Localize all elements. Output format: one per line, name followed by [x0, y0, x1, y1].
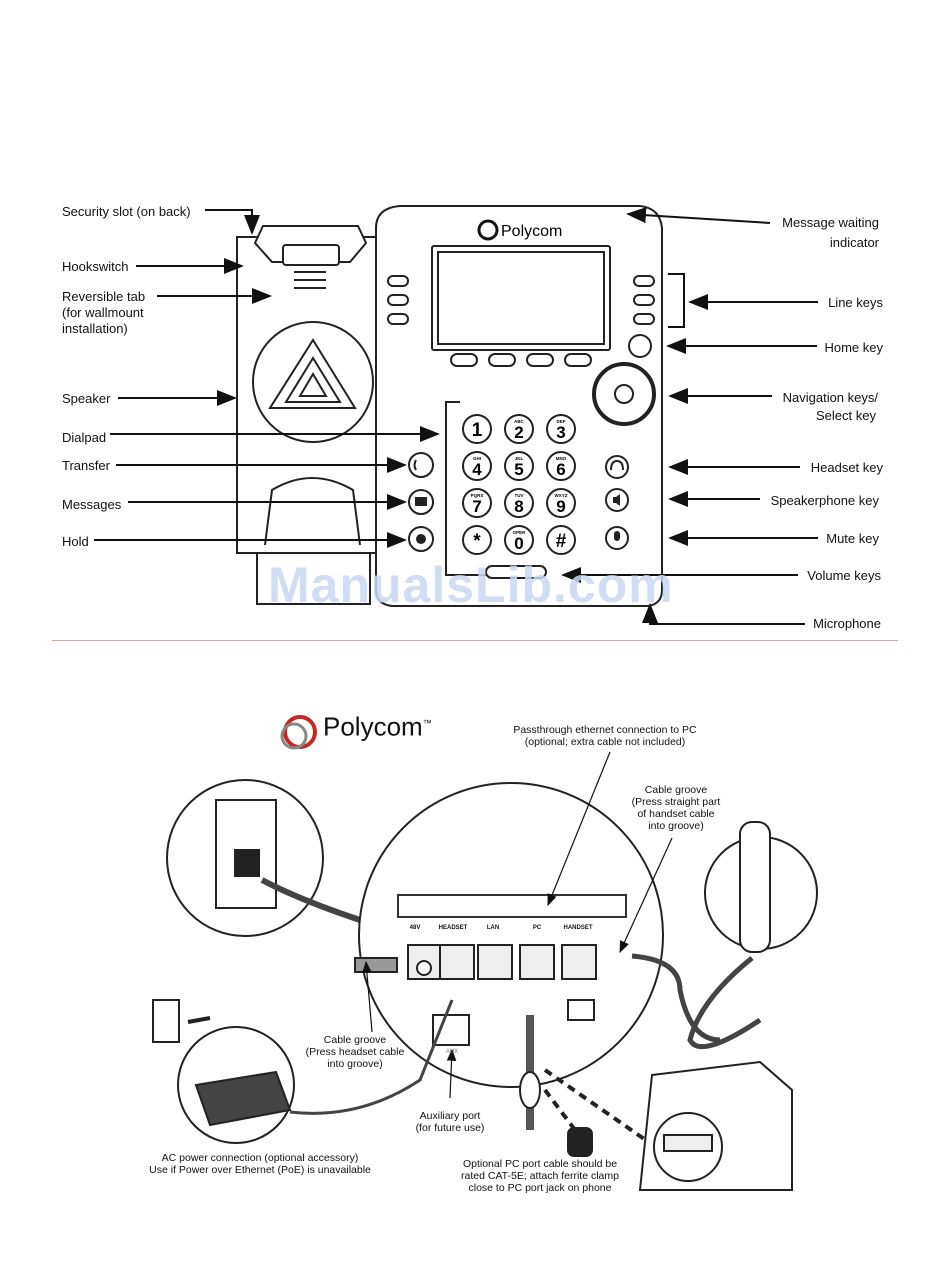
connection-diagram: [152, 715, 818, 1191]
dialpad-key: [504, 451, 534, 481]
dialpad-key: [546, 525, 576, 555]
dialpad-key: [462, 414, 492, 444]
label-reversible-tab: Reversible tab: [62, 289, 146, 304]
dialpad-key-digit: 3: [556, 423, 565, 442]
dialpad-key-letters: ABC: [514, 419, 524, 424]
dialpad-key: [504, 488, 534, 518]
dialpad-key-digit: *: [473, 531, 481, 552]
transfer-key-icon: [408, 452, 434, 478]
dialpad-key-digit: 6: [556, 460, 565, 479]
port-label-aux: AUX: [445, 1049, 459, 1055]
soft-keys: [450, 353, 592, 367]
label-security-slot: Security slot (on back): [62, 204, 191, 219]
dialpad-key: [504, 414, 534, 444]
label-line-keys: Line keys: [828, 295, 883, 310]
dialpad-key-letters: WXYZ: [555, 493, 568, 498]
dialpad-key-digit: 0: [514, 534, 523, 553]
dialpad-key: [504, 525, 534, 555]
port-label-lan: LAN: [486, 925, 500, 931]
label-messages: Messages: [62, 497, 122, 512]
line-keys: [387, 275, 655, 325]
watermark: ManualsLib.com: [268, 557, 674, 613]
dialpad-key: [462, 525, 492, 555]
dialpad-key-digit: 9: [556, 497, 565, 516]
polycom-logo-icon: [477, 219, 499, 241]
dialpad-key-letters: TUV: [515, 493, 524, 498]
handset-cradle: [236, 225, 377, 605]
dialpad-key-digit: 8: [514, 497, 523, 516]
label-auxiliary-port: Auxiliary port(for future use): [415, 1110, 485, 1134]
label-message-waiting-line2: indicator: [829, 235, 879, 250]
bottom-brand: Polycom™: [323, 711, 432, 742]
label-headset-key: Headset key: [810, 460, 883, 475]
port-label-48v: 48V: [409, 925, 421, 931]
dialpad-key-digit: 4: [472, 460, 482, 479]
phone-body: [375, 205, 663, 607]
label-hold: Hold: [62, 534, 89, 549]
dialpad-key: [546, 488, 576, 518]
dialpad-key-letters: PQRS: [471, 493, 484, 498]
label-reversible-tab-line3: installation): [62, 321, 128, 336]
section-divider: [52, 640, 898, 641]
dialpad-key-digit: 2: [514, 423, 523, 442]
label-home-key: Home key: [824, 340, 883, 355]
volume-keys: [485, 565, 547, 579]
label-mute-key: Mute key: [826, 531, 879, 546]
label-hookswitch: Hookswitch: [62, 259, 129, 274]
dialpad-key-letters: DEF: [557, 419, 566, 424]
dialpad-key: [546, 451, 576, 481]
dialpad-key: [546, 414, 576, 444]
label-ac-power: AC power connection (optional accessory)…: [149, 1152, 371, 1176]
label-speakerphone-key: Speakerphone key: [770, 493, 879, 508]
label-navigation-keys: Navigation keys/: [782, 390, 878, 405]
dialpad-key-letters: GHI: [473, 456, 481, 461]
dialpad-key-digit: 5: [514, 460, 523, 479]
label-select-key: Select key: [816, 408, 876, 423]
label-reversible-tab-line2: (for wallmount: [62, 305, 144, 320]
label-message-waiting: Message waiting: [782, 215, 879, 230]
dialpad-key-digit: 7: [472, 497, 481, 516]
label-speaker: Speaker: [62, 391, 111, 406]
label-volume-keys: Volume keys: [807, 568, 881, 583]
dialpad-key: [462, 488, 492, 518]
label-dialpad: Dialpad: [62, 430, 107, 445]
label-transfer: Transfer: [62, 458, 110, 473]
dialpad-key: [462, 451, 492, 481]
home-key-icon: [628, 334, 652, 358]
dialpad-key-digit: 1: [472, 420, 483, 441]
dialpad-key-letters: JKL: [515, 456, 524, 461]
port-label-handset: HANDSET: [563, 925, 593, 931]
port-label-pc: PC: [532, 925, 542, 931]
headset-key-icon: [605, 455, 629, 479]
dialpad-key-digit: #: [556, 531, 567, 552]
top-brand: Polycom: [501, 223, 562, 240]
label-passthrough: Passthrough ethernet connection to PC(op…: [513, 724, 697, 748]
dialpad-key-letters: MNO: [556, 456, 567, 461]
dialpad-key-letters: OPER: [513, 530, 527, 535]
port-label-headset: HEADSET: [438, 925, 468, 931]
label-microphone: Microphone: [813, 616, 881, 631]
